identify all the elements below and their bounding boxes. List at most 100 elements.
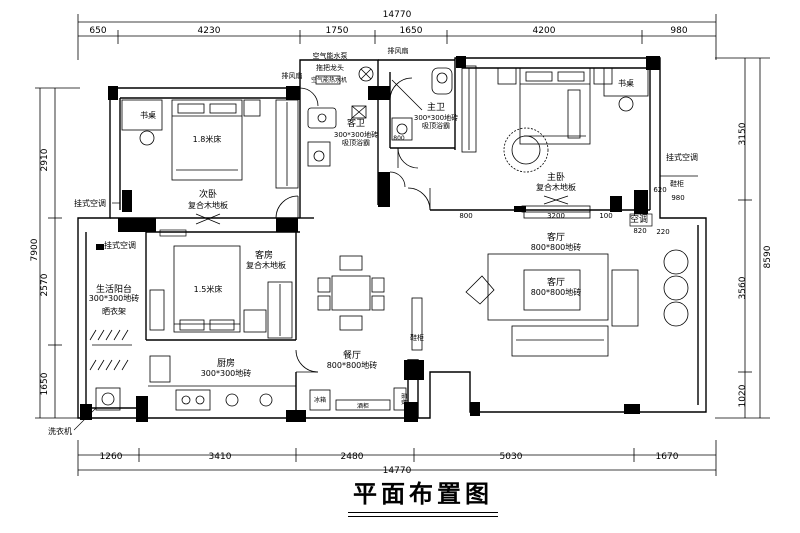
rack-label: 晒衣架 — [102, 306, 126, 316]
master-bath — [391, 65, 477, 153]
second-bedroom-name: 次卧 — [199, 188, 217, 200]
bottom-dim-1: 1260 — [100, 452, 123, 462]
washer-leader — [73, 407, 97, 431]
stove — [175, 389, 211, 411]
bed-1-5m — [173, 245, 241, 333]
kitchen-floor: 300*300地砖 — [201, 368, 252, 378]
inner-dim-980: 980 — [671, 194, 684, 202]
shelf-label: 层板 — [400, 393, 408, 405]
right-dim-3: 1020 — [738, 384, 748, 407]
living-floor: 800*800地砖 — [531, 287, 582, 297]
bottom-dim-5: 1670 — [656, 452, 679, 462]
mop-faucet-label: 拖把龙头 — [316, 63, 344, 72]
guest-room — [149, 245, 293, 339]
inner-dim-820: 820 — [633, 227, 646, 235]
inner-dim-3200: 3200 — [547, 212, 565, 220]
top-dim-5: 4200 — [533, 26, 556, 36]
double-bed-master — [519, 67, 591, 145]
dining-table — [331, 275, 371, 311]
balcony-floor: 300*300地砖 — [89, 293, 140, 303]
dining-floor: 800*800地砖 — [327, 360, 378, 370]
balcony — [89, 329, 132, 411]
ac-label-1: 挂式空调 — [74, 198, 106, 208]
coffee-table — [523, 269, 581, 311]
top-dim-2: 4230 — [198, 26, 221, 36]
toilet-guest — [317, 113, 327, 123]
right-total-dim: 8590 — [763, 245, 773, 268]
inner-dim-100: 100 — [599, 212, 612, 220]
inner-dim-620: 620 — [653, 186, 666, 194]
toilet-master — [436, 72, 448, 84]
drawing-title: 平面布置图 — [348, 478, 498, 518]
left-dim-2: 2570 — [40, 273, 50, 296]
master-bath-name: 主卫 — [427, 101, 445, 113]
kitchen — [148, 355, 296, 411]
armchair — [465, 275, 495, 305]
guest-room-name: 客房 — [255, 249, 273, 261]
ac-marks-second — [112, 202, 221, 237]
top-dim-1: 650 — [89, 26, 106, 36]
guest-bath-name: 客卫 — [347, 117, 365, 129]
page-title: 平面布置图 — [353, 479, 493, 508]
dining-name: 餐厅 — [343, 349, 361, 361]
guest-room-floor: 复合木地板 — [246, 260, 286, 270]
top-dim-4: 1650 — [400, 26, 423, 36]
shoe-cabinet-label: 鞋柜 — [410, 333, 424, 342]
top-dim-3: 1750 — [326, 26, 349, 36]
dining — [309, 255, 407, 411]
inner-dim-220: 220 — [656, 228, 669, 236]
left-dim-1: 2910 — [40, 148, 50, 171]
title-underline-thick — [348, 512, 498, 513]
master-bedroom-name: 主卧 — [547, 171, 565, 183]
exhaust-fan-right-label: 排风扇 — [388, 46, 409, 55]
master-bedroom — [497, 67, 649, 213]
left-total-dim: 7900 — [30, 238, 40, 261]
shoe-cabinet — [411, 297, 423, 351]
door-swings — [275, 77, 431, 373]
heat-pump-unit — [315, 75, 341, 85]
right-dim-1: 3150 — [738, 122, 748, 145]
master-bath-floor: 300*300地砖 — [414, 113, 458, 122]
living-room — [411, 209, 689, 357]
exhaust-fan-left-label: 排风扇 — [282, 71, 303, 80]
tv-cabinet — [523, 209, 591, 219]
desk-label-second: 书桌 — [140, 110, 156, 120]
living-name: 客厅 — [547, 276, 565, 288]
left-dimensions — [35, 87, 80, 419]
top-dimensions — [77, 14, 717, 60]
top-dim-6: 980 — [670, 26, 687, 36]
inner-dim-800: 800 — [459, 212, 472, 220]
living-top-floor: 800*800地砖 — [531, 242, 582, 252]
shelf — [393, 387, 407, 411]
title-underline-thin — [348, 516, 498, 517]
fridge-label: 冰箱 — [314, 396, 326, 404]
ac-label: 空调 — [630, 213, 648, 225]
second-bedroom — [121, 99, 299, 189]
bottom-total-dim: 14770 — [383, 466, 412, 476]
sofa — [511, 325, 609, 357]
inner-dim-800-bath: 800 — [393, 135, 405, 142]
fridge — [309, 389, 331, 411]
right-dimensions — [715, 57, 770, 419]
heat-pump-label: 空气能水泵 — [313, 51, 348, 60]
kitchen-sink — [149, 355, 171, 383]
wall-columns — [80, 56, 660, 422]
bottom-dim-4: 5030 — [500, 452, 523, 462]
guest-bath-ceiling: 吸顶浴霸 — [342, 138, 370, 147]
guest-bath — [307, 66, 374, 167]
ac-label-3: 挂式空调 — [666, 152, 698, 162]
right-dim-2: 3560 — [738, 276, 748, 299]
side-sofa — [611, 269, 639, 327]
ac-label-2: 挂式空调 — [104, 240, 136, 250]
bottom-dim-2: 3410 — [209, 452, 232, 462]
basin-guest — [313, 150, 325, 162]
kitchen-name: 厨房 — [217, 357, 235, 369]
basin-master — [396, 123, 408, 135]
left-dim-3: 1650 — [40, 372, 50, 395]
double-bed-1-8m — [171, 99, 243, 181]
bottom-dimensions — [77, 440, 717, 476]
sideboard-label: 酒柜 — [357, 402, 369, 410]
desk-label-master: 书桌 — [618, 78, 634, 88]
washer-label: 洗衣机 — [48, 426, 72, 436]
